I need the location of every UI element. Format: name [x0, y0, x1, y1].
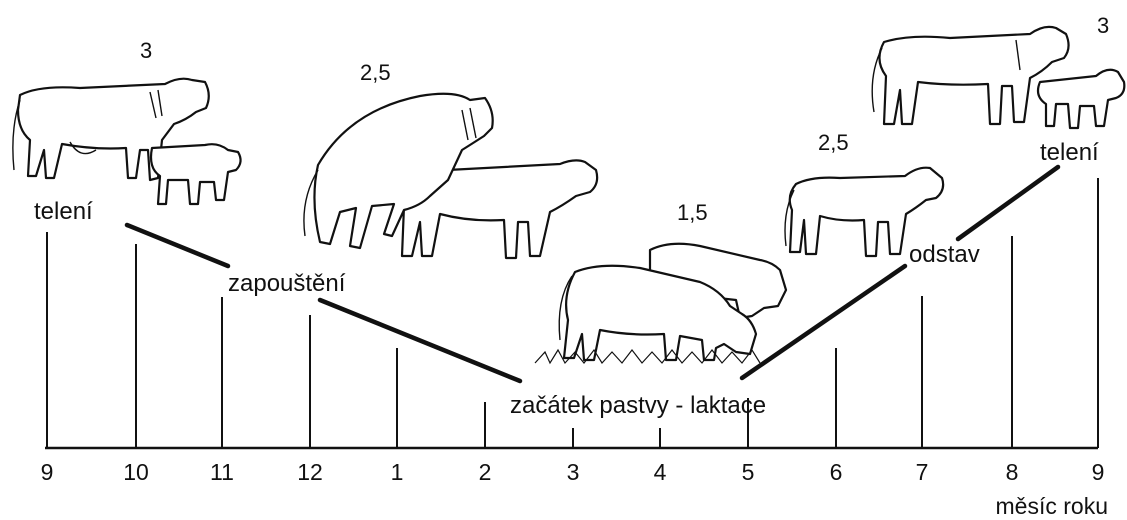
- score-calving-start: 3: [140, 38, 152, 63]
- month-label: 9: [1092, 459, 1105, 485]
- month-label: 5: [742, 459, 755, 485]
- month-label: 6: [830, 459, 843, 485]
- month-label: 7: [916, 459, 929, 485]
- trend-segment-mating-to-grazing: [320, 300, 520, 381]
- score-mating: 2,5: [360, 60, 391, 85]
- month-label: 11: [210, 459, 234, 485]
- month-label: 8: [1006, 459, 1019, 485]
- month-label: 2: [479, 459, 492, 485]
- stage-label-calving-start: telení: [34, 198, 93, 225]
- grazing-cattle-icon: [535, 244, 786, 363]
- month-label: 10: [123, 459, 149, 485]
- score-grazing: 1,5: [677, 200, 708, 225]
- stage-label-mating: zapouštění: [228, 270, 346, 297]
- score-weaning: 2,5: [818, 130, 849, 155]
- trend-segment-calving-to-mating: [127, 225, 228, 266]
- cow-with-calf-icon: [872, 27, 1124, 128]
- month-label: 12: [297, 459, 323, 485]
- score-calving-end: 3: [1097, 13, 1109, 38]
- month-label: 9: [41, 459, 54, 485]
- month-label: 1: [391, 459, 404, 485]
- stage-label-grazing: začátek pastvy - laktace: [510, 392, 766, 419]
- trend-segment-weaning-to-calving: [958, 167, 1058, 239]
- stage-label-calving-end: telení: [1040, 139, 1099, 166]
- month-label: 4: [654, 459, 667, 485]
- axis-label: měsíc roku: [996, 493, 1108, 519]
- mating-cattle-icon: [304, 94, 597, 258]
- cow-with-calf-icon: [13, 79, 241, 204]
- month-label: 3: [567, 459, 580, 485]
- stage-label-weaning: odstav: [909, 241, 980, 268]
